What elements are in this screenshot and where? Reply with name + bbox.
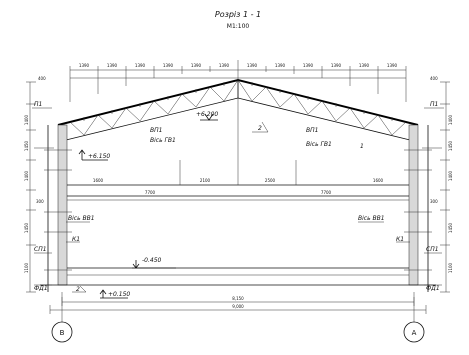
tag-cp1-right: СП1 <box>426 246 439 253</box>
left-dimension-chain: 400 1400 1450 1400 300 1450 1100 <box>24 76 46 293</box>
dim-right-3: 1450 <box>448 140 453 151</box>
tag-bp1-left: ВП1 <box>150 127 162 134</box>
tag-bp1-right: ВП1 <box>306 127 318 134</box>
dim-left-4: 1400 <box>24 170 29 181</box>
overall-dimensions: 8,150 9,000 <box>49 296 427 314</box>
dim-span-3: 2100 <box>200 178 211 183</box>
columns <box>44 124 432 292</box>
interior-levels <box>40 98 436 286</box>
tag-bb1-right: Вісь ВВ1 <box>358 215 385 222</box>
right-dimension-chain: 400 1400 1450 1400 300 1450 1100 <box>430 76 453 293</box>
dim-top-9: 1390 <box>303 63 314 68</box>
mark-2-left: 2 <box>76 286 80 293</box>
tag-gb1-right: Вісь ГВ1 <box>306 141 332 148</box>
axis-label-b: В <box>60 329 65 337</box>
dim-span-1: 1600 <box>93 178 104 183</box>
dim-right-4: 1400 <box>448 170 453 181</box>
dim-left-6: 1450 <box>24 222 29 233</box>
section-title: Розріз 1 - 1 <box>215 10 261 19</box>
mark-1: 1 <box>360 143 364 150</box>
tag-p1-left: П1 <box>34 101 42 108</box>
roof-truss <box>57 78 419 141</box>
tags-right: П1 Вісь ГВ1 Вісь ВВ1 К1 СП1 ФД1 ВП1 <box>306 101 444 292</box>
axis-bubble-b <box>51 321 73 343</box>
dim-right-2: 1400 <box>448 114 453 125</box>
mark-2-center: 2 <box>258 125 262 132</box>
level-floor: -0.450 <box>142 257 162 264</box>
marks: 2 2 1 +6.200 +6.150 -0.450 +0.150 <box>72 111 364 299</box>
dim-right-6: 1450 <box>448 222 453 233</box>
axis-bubble-a <box>403 321 425 343</box>
dim-span-2: 7700 <box>145 190 156 195</box>
tag-k1-right: К1 <box>396 236 404 243</box>
axis-markers: В А <box>51 292 425 343</box>
dim-top-2: 1390 <box>107 63 118 68</box>
section-scale: М1:100 <box>227 23 250 30</box>
dim-top-8: 1390 <box>275 63 286 68</box>
tag-fd1-left: ФД1 <box>34 285 48 292</box>
axis-label-a: А <box>412 329 417 337</box>
dim-top-4: 1390 <box>163 63 174 68</box>
tag-fd1-right: ФД1 <box>426 285 440 292</box>
level-eaves: +6.150 <box>88 153 110 160</box>
dim-right-7: 1100 <box>448 262 453 273</box>
top-dimension-chain: 1390 1390 1390 1390 1390 1390 1390 1390 … <box>69 60 407 102</box>
dim-top-6: 1390 <box>219 63 230 68</box>
dim-left-5: 300 <box>36 199 44 204</box>
level-ridge: +6.200 <box>196 111 218 118</box>
dim-left-2: 1400 <box>24 114 29 125</box>
tag-gb1-left: Вісь ГВ1 <box>150 137 176 144</box>
tag-k1-left: К1 <box>72 236 80 243</box>
dim-left-3: 1450 <box>24 140 29 151</box>
dim-span-4: 2500 <box>265 178 276 183</box>
dim-top-5: 1390 <box>191 63 202 68</box>
tag-cp1-left: СП1 <box>34 246 47 253</box>
tag-p1-right: П1 <box>430 101 438 108</box>
tag-bb1-left: Вісь ВВ1 <box>68 215 95 222</box>
dim-left-7: 1100 <box>24 262 29 273</box>
level-ground: +0.150 <box>108 291 130 298</box>
dim-overall: 9,000 <box>232 304 244 309</box>
dim-top-3: 1390 <box>135 63 146 68</box>
dim-top-7: 1390 <box>247 63 258 68</box>
dim-span-5: 7700 <box>321 190 332 195</box>
dim-top-10: 1390 <box>331 63 342 68</box>
dim-top-12: 1390 <box>387 63 398 68</box>
dim-right-5: 300 <box>430 199 438 204</box>
tags-left: П1 Вісь ГВ1 Вісь ВВ1 К1 СП1 ФД1 ВП1 <box>32 101 176 292</box>
dim-left-1: 400 <box>38 76 46 81</box>
dim-top-1: 1390 <box>79 63 90 68</box>
dim-right-1: 400 <box>430 76 438 81</box>
dim-span-6: 1600 <box>373 178 384 183</box>
span-dimension-chain: 1600 7700 2100 2500 7700 1600 <box>93 178 384 195</box>
dim-overall-inner: 8,150 <box>232 296 244 301</box>
dim-top-11: 1390 <box>359 63 370 68</box>
